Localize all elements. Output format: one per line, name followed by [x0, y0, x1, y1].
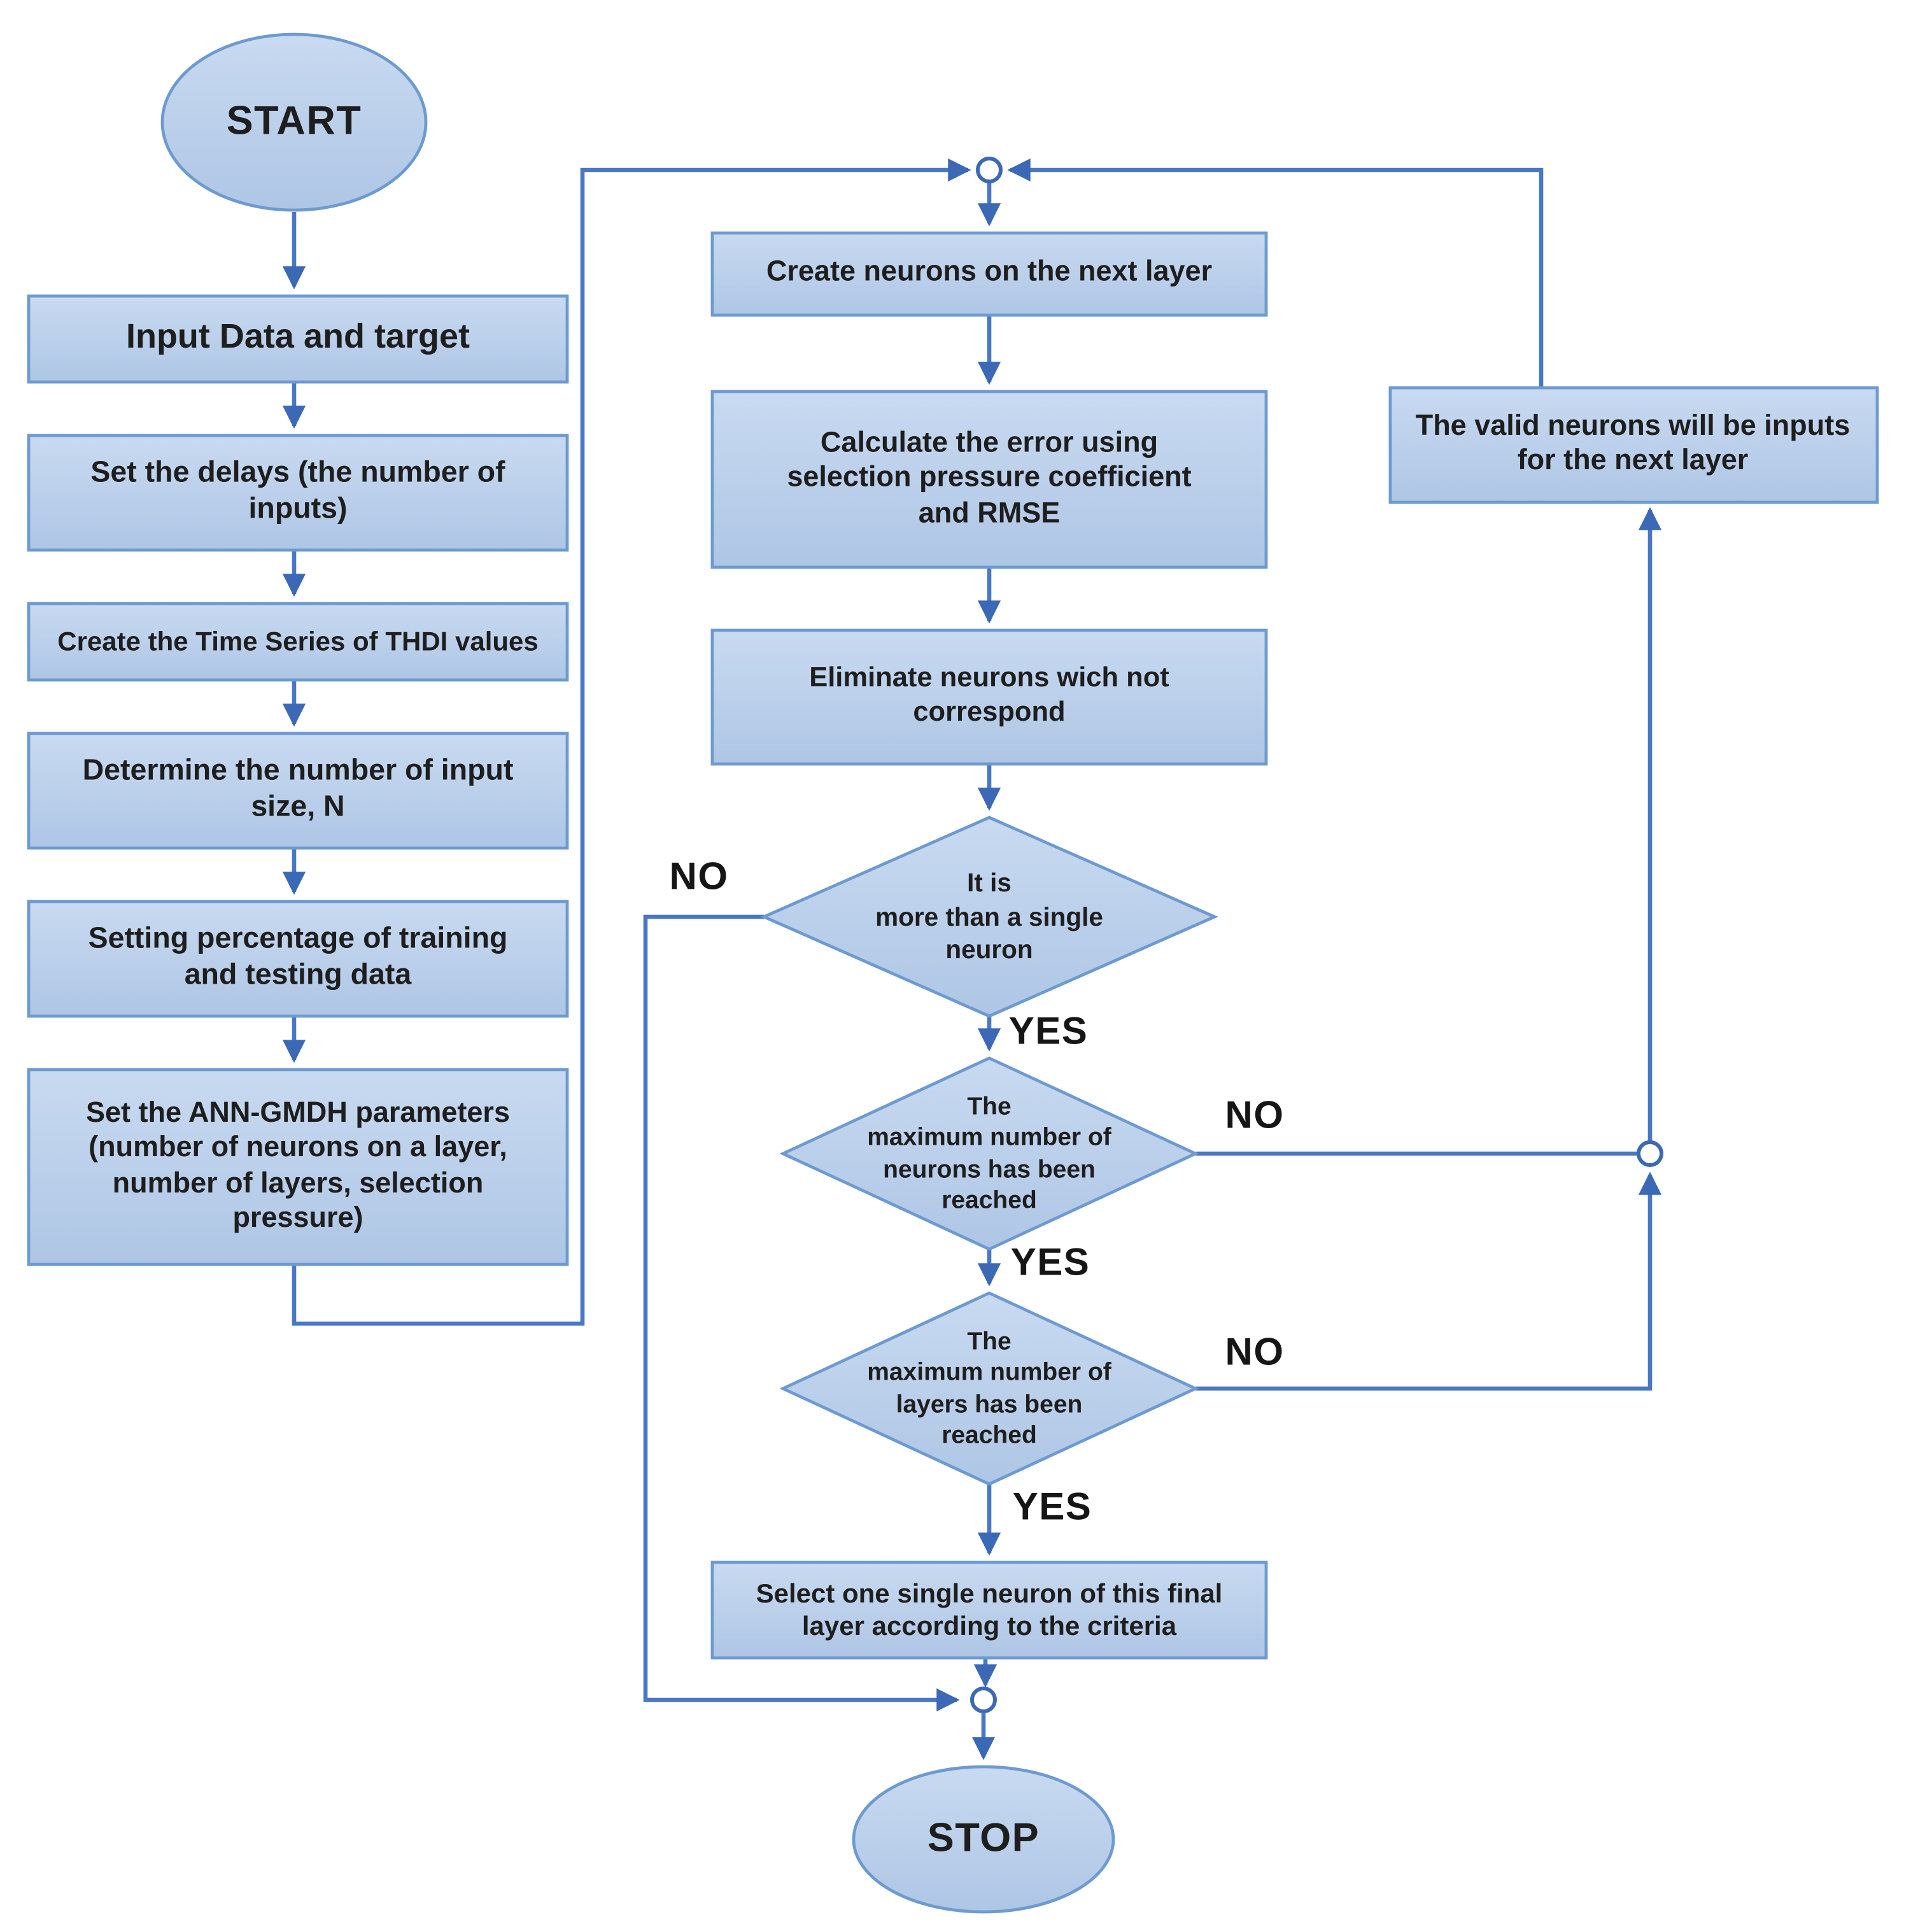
no-single-label: NO — [669, 856, 729, 899]
edge-valid-loop-top — [1007, 158, 1544, 388]
params-process-shape — [27, 1068, 569, 1266]
stop-label: STOP — [927, 1816, 1040, 1861]
eliminate-process-shape — [710, 628, 1268, 766]
delays-label: Set the delays (the number of inputs) — [90, 456, 505, 525]
yes-neurons-label: YES — [1010, 1242, 1090, 1285]
timeseries-label: Create the Time Series of THDI values — [57, 625, 539, 656]
inputsize-label: Determine the number of input size, N — [82, 754, 514, 823]
dsingle-label: It is more than a single neuron — [875, 868, 1103, 965]
dlayers-label: The maximum number of layers has been re… — [867, 1326, 1111, 1448]
create-label: Create neurons on the next layer — [766, 255, 1213, 288]
percentage-label: Setting percentage of training and testi… — [88, 923, 508, 991]
start-label: START — [226, 99, 362, 144]
edge-params-loop-top — [292, 158, 971, 1326]
edge-dlayers-no — [1195, 1171, 1662, 1391]
start-terminator-shape — [160, 32, 428, 212]
no-layers-label: NO — [1225, 1332, 1285, 1375]
dlayers-decision-shape — [779, 1291, 1199, 1486]
edge-dsingle-no — [643, 914, 960, 1712]
dneurons-decision-shape — [779, 1056, 1199, 1251]
stop-terminator-shape — [852, 1765, 1115, 1914]
input-process-shape — [27, 294, 569, 384]
yes-single-label: YES — [1008, 1011, 1089, 1054]
junction-top — [976, 157, 1003, 183]
input-label: Input Data and target — [125, 317, 470, 356]
dsingle-decision-shape — [760, 816, 1218, 1018]
create-process-shape — [710, 231, 1268, 317]
dneurons-label: The maximum number of neurons has been r… — [867, 1091, 1111, 1213]
yes-layers-label: YES — [1012, 1487, 1092, 1529]
junction-right — [1637, 1140, 1663, 1167]
inputsize-process-shape — [27, 732, 569, 850]
valid-label: The valid neurons will be inputs for the… — [1415, 410, 1851, 477]
select-label: Select one single neuron of this final l… — [756, 1577, 1223, 1641]
calculate-label: Calculate the error using selection pres… — [787, 427, 1192, 530]
timeseries-process-shape — [27, 602, 569, 682]
percentage-process-shape — [27, 900, 569, 1018]
select-process-shape — [710, 1560, 1268, 1660]
no-neurons-label: NO — [1225, 1095, 1285, 1138]
junction-bottom — [970, 1687, 997, 1713]
params-label: Set the ANN-GMDH parameters (number of n… — [86, 1097, 510, 1234]
delays-process-shape — [27, 434, 569, 552]
valid-process-shape — [1388, 386, 1879, 504]
eliminate-label: Eliminate neurons wich not correspond — [809, 663, 1169, 728]
calculate-process-shape — [710, 390, 1268, 569]
